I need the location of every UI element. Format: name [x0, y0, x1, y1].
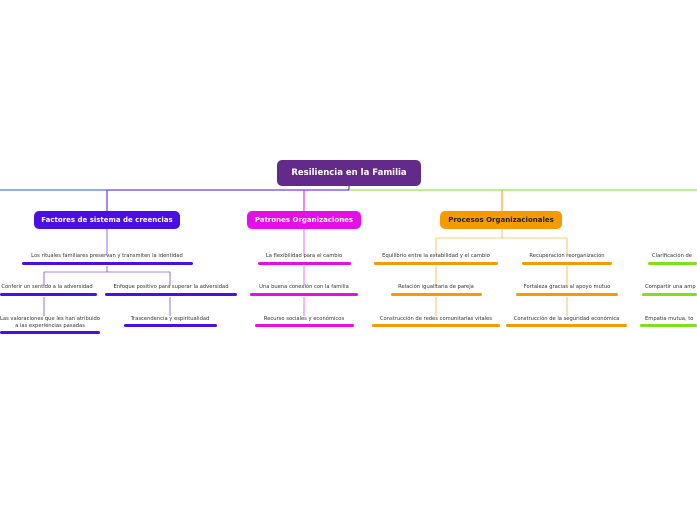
subtopic[interactable]: Fortaleza gracias al apoyo mutuo [516, 284, 618, 291]
subtopic[interactable]: Recuperación reorganización [522, 253, 612, 260]
subtopic-label: Compartir una amp [645, 284, 696, 290]
subtopic-underline [516, 293, 618, 296]
connector-line [43, 266, 171, 286]
subtopic[interactable]: Las valoraciones que les han atribuido a… [0, 316, 100, 329]
subtopic[interactable]: Construcción de la seguridad económica [506, 316, 627, 323]
subtopic-label: La flexibilidad para el cambio [265, 253, 343, 259]
subtopic-label: Enfoque positivo para superar la adversi… [113, 284, 229, 290]
subtopic-label: Recuperación reorganización [529, 253, 605, 259]
subtopic-underline [372, 324, 500, 327]
topic-label: Procesos Organizacionales [448, 216, 554, 224]
subtopic-label: Los rituales familiares preservan y tran… [31, 253, 183, 259]
subtopic[interactable]: Recurso sociales y económicos [252, 316, 356, 323]
topic-factores-creencias[interactable]: Factores de sistema de creencias [34, 211, 180, 229]
subtopic-underline [258, 262, 351, 265]
subtopic[interactable]: Relación igualitaria de pareja [390, 284, 482, 291]
subtopic-label: Fortaleza gracias al apoyo mutuo [523, 284, 611, 290]
topic-patrones-organizaciones[interactable]: Patrones Organizaciones [247, 211, 361, 229]
subtopic[interactable]: Una buena conexión con la familia [248, 284, 360, 291]
subtopic-underline [374, 262, 498, 265]
root-topic-label: Resiliencia en la Familia [291, 168, 407, 178]
subtopic-underline [0, 293, 97, 296]
subtopic-label: Relación igualitaria de pareja [398, 284, 474, 290]
subtopic-label: Trascendencia y espiritualidad [130, 316, 210, 322]
subtopic-underline [250, 293, 358, 296]
root-topic[interactable]: Resiliencia en la Familia [277, 160, 421, 186]
subtopic-label: Recurso sociales y económicos [263, 316, 345, 322]
subtopic-label: Construcción de la seguridad económica [513, 316, 620, 322]
topic-label: Factores de sistema de creencias [41, 216, 173, 224]
subtopic-underline [522, 262, 612, 265]
subtopic-underline [642, 293, 697, 296]
subtopic-underline [105, 293, 237, 296]
subtopic-underline [506, 324, 627, 327]
subtopic[interactable]: La flexibilidad para el cambio [254, 253, 354, 260]
subtopic[interactable]: Equilibrio entre la estabilidad y el cam… [374, 253, 498, 260]
subtopic-label: Las valoraciones que les han atribuido a… [0, 316, 100, 329]
subtopic-label: Construcción de redes comunitarias vital… [379, 316, 493, 322]
subtopic[interactable]: Construcción de redes comunitarias vital… [372, 316, 500, 323]
subtopic-underline [640, 324, 697, 327]
subtopic[interactable]: Clarificación de [652, 253, 697, 260]
topic-procesos-organizacionales[interactable]: Procesos Organizacionales [440, 211, 562, 229]
subtopic[interactable]: Trascendencia y espiritualidad [120, 316, 220, 323]
subtopic-underline [22, 262, 193, 265]
subtopic-label: Empatía mutua, to [645, 316, 694, 322]
subtopic-underline [124, 324, 217, 327]
connector-line [435, 229, 568, 256]
subtopic[interactable]: Los rituales familiares preservan y tran… [10, 253, 204, 260]
subtopic[interactable]: Enfoque positivo para superar la adversi… [104, 284, 238, 291]
subtopic-label: Clarificación de [652, 253, 693, 259]
subtopic-underline [0, 331, 100, 334]
subtopic[interactable]: Compartir una amp [645, 284, 697, 291]
connector-line [107, 186, 350, 191]
subtopic[interactable]: Conferir un sentido a la adversidad [0, 284, 104, 291]
subtopic-label: Equilibrio entre la estabilidad y el cam… [382, 253, 490, 259]
subtopic-label: Una buena conexión con la familia [259, 284, 349, 290]
subtopic[interactable]: Empatía mutua, to [645, 316, 697, 323]
connector-line [349, 189, 503, 211]
topic-label: Patrones Organizaciones [254, 216, 354, 224]
subtopic-underline [255, 324, 354, 327]
subtopic-underline [391, 293, 482, 296]
subtopic-underline [648, 262, 697, 265]
subtopic-label: Conferir un sentido a la adversidad [1, 284, 93, 290]
